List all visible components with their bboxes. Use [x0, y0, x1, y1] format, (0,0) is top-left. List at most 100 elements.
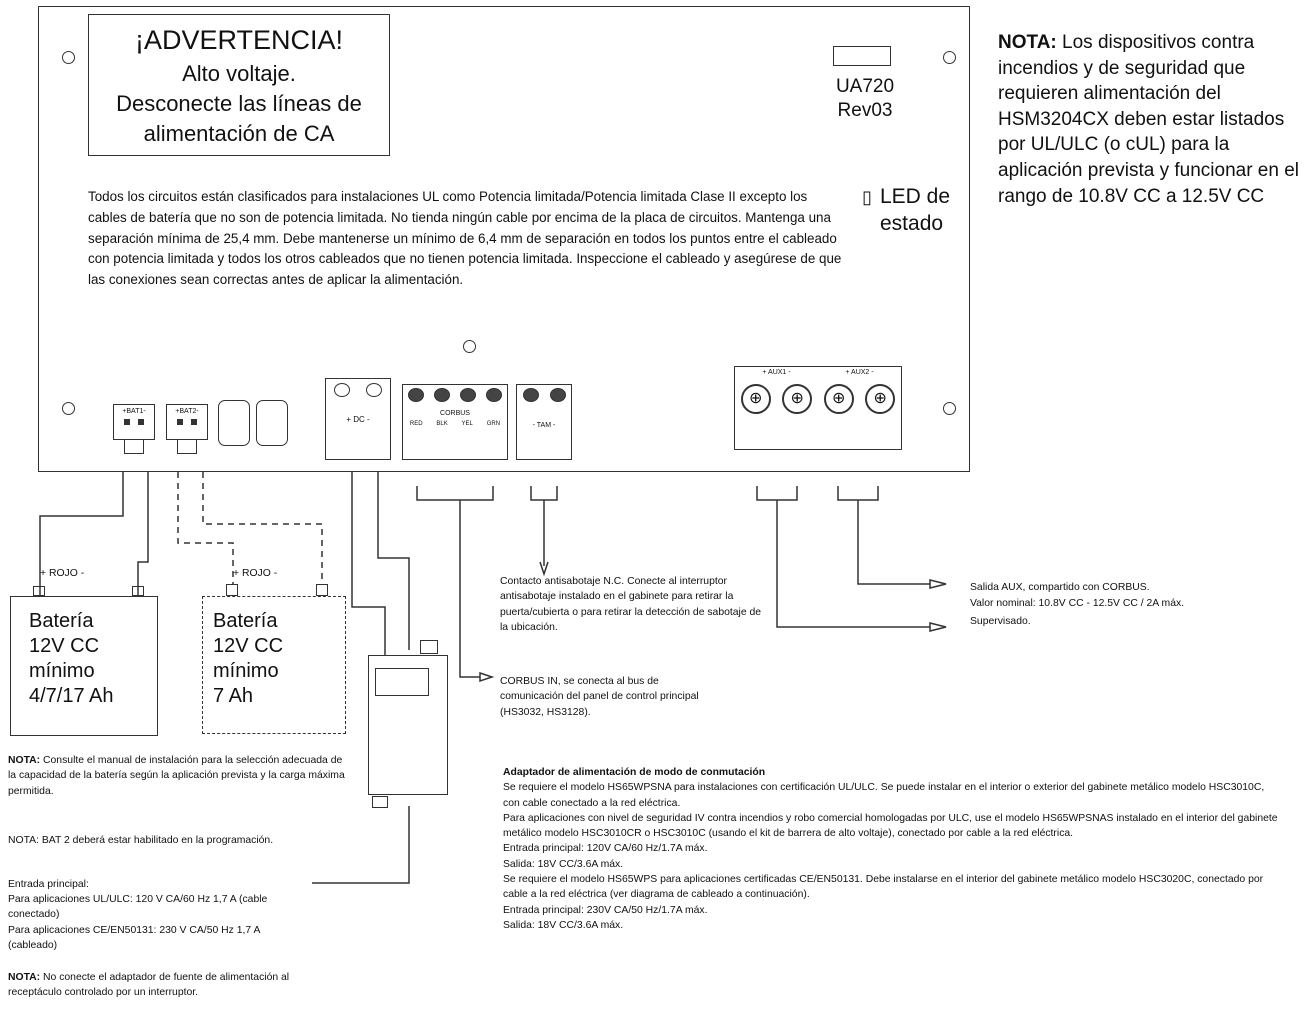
adapter-cable [312, 806, 410, 884]
entrada-ce: Para aplicaciones CE/EN50131: 230 V CA/5… [8, 925, 260, 952]
tam-arrow [539, 561, 549, 577]
capacitor-icon [256, 400, 288, 446]
mounting-hole-icon [62, 51, 75, 64]
adapter-text: Salida: 18V CC/3.6A máx. [503, 919, 624, 931]
bat1-connector: +BAT1- [113, 404, 155, 440]
battery1-wire-label: + ROJO - [40, 568, 85, 579]
bat1-wire-pos [39, 472, 124, 596]
led-label: estado [880, 212, 944, 235]
nota-text: No conecte el adaptador de fuente de ali… [8, 972, 290, 999]
adapter-info: Adaptador de alimentación de modo de con… [503, 765, 1283, 933]
nota-text: Consulte el manual de instalación para l… [8, 755, 345, 797]
led-label: LED de [880, 185, 951, 208]
power-adapter [368, 655, 448, 795]
nota-top-right: NOTA: Los dispositivos contra incendios … [998, 30, 1306, 209]
limited-power-text: Todos los circuitos están clasificados p… [88, 189, 842, 288]
warning-line: Desconecte las líneas de [116, 91, 362, 116]
dc-terminal: + DC - [325, 378, 391, 460]
battery2-line: 12V CC [213, 635, 284, 657]
mounting-hole-icon [463, 340, 476, 353]
entrada-ul: Para aplicaciones UL/ULC: 120 V CA/60 Hz… [8, 894, 268, 921]
dc-label: + DC - [346, 415, 370, 424]
warning-box: ¡ADVERTENCIA! Alto voltaje. Desconecte l… [88, 14, 390, 156]
entrada-title: Entrada principal: [8, 879, 89, 890]
battery-post-icon [226, 584, 238, 596]
screw-icon: ⊕ [740, 384, 771, 414]
chip-outline [833, 46, 891, 66]
aux-terminal-block: + AUX1 - + AUX2 - ⊕ ⊕ ⊕ ⊕ [734, 366, 902, 450]
adapter-text: Para aplicaciones con nivel de seguridad… [503, 812, 1278, 840]
bat2-connector: +BAT2- [166, 404, 208, 440]
screw-icon: ⊕ [823, 384, 854, 414]
bat2-wire-pos [177, 472, 234, 584]
capacitor-icon [218, 400, 250, 446]
mounting-hole-icon [943, 402, 956, 415]
bat2-label: +BAT2- [175, 408, 199, 415]
led-icon: ▯ [862, 187, 872, 207]
battery2: Batería 12V CC mínimo 7 Ah [202, 596, 346, 734]
nota-adapter: NOTA: No conecte el adaptador de fuente … [8, 970, 338, 1001]
adapter-text: Entrada principal: 230V CA/50 Hz/1.7A má… [503, 904, 708, 916]
corbus-pin-label: RED [409, 421, 423, 427]
dc-wire-2 [377, 472, 410, 650]
nota-label: NOTA: [8, 972, 41, 983]
battery-post-icon [33, 586, 45, 596]
warning-title: ¡ADVERTENCIA! [134, 25, 344, 55]
adapter-text: Se requiere el modelo HS65WPS para aplic… [503, 874, 1264, 901]
adapter-plug-icon [372, 796, 388, 808]
aux-callout-3: Supervisado. [970, 616, 1031, 627]
aux1-label: + AUX1 - [762, 369, 791, 376]
screw-icon: ⊕ [865, 384, 896, 414]
nota-text: Los dispositivos contra incendios y de s… [998, 32, 1300, 207]
tamper-callout: Contacto antisabotaje N.C. Conecte al in… [500, 576, 762, 633]
aux-callout-2: Valor nominal: 10.8V CC - 12.5V CC / 2A … [970, 598, 1185, 609]
nota-label: NOTA: [998, 32, 1057, 53]
battery1: Batería 12V CC mínimo 4/7/17 Ah [10, 596, 158, 736]
battery2-line: 7 Ah [213, 685, 254, 707]
corbus-bracket [416, 486, 494, 501]
battery-post-icon [132, 586, 144, 596]
tam-terminal: - TAM - [516, 384, 572, 460]
aux1-leader [776, 500, 930, 628]
aux1-bracket [756, 486, 798, 501]
bat2-plug [177, 440, 197, 454]
battery-post-icon [316, 584, 328, 596]
corbus-leader [459, 500, 480, 678]
battery2-wire-label: + ROJO - [233, 568, 278, 579]
aux2-bracket [837, 486, 879, 501]
bat2-wire-neg [202, 472, 323, 584]
bat1-wire-neg [137, 472, 149, 596]
warning-line: alimentación de CA [143, 121, 335, 146]
nota-bat2: NOTA: BAT 2 deberá estar habilitado en l… [8, 835, 274, 846]
warning-line: Alto voltaje. [182, 61, 296, 86]
battery1-line: Batería [29, 610, 94, 632]
aux2-arrow [929, 579, 947, 589]
adapter-plug-icon [420, 640, 438, 654]
corbus-callout: CORBUS IN, se conecta al bus de comunica… [500, 676, 699, 718]
battery1-line: 12V CC [29, 635, 100, 657]
mounting-hole-icon [943, 51, 956, 64]
tam-label: - TAM - [532, 422, 556, 429]
corbus-pin-label: YEL [461, 421, 473, 427]
nota-label: NOTA: [8, 755, 41, 766]
adapter-text: Se requiere el modelo HS65WPSNA para ins… [503, 782, 1265, 809]
battery1-line: mínimo [29, 660, 95, 682]
bat1-plug [124, 440, 144, 454]
board-revision: Rev03 [837, 100, 893, 121]
screw-icon: ⊕ [782, 384, 813, 414]
tam-bracket [530, 486, 558, 501]
battery1-line: 4/7/17 Ah [29, 685, 114, 707]
aux2-leader [857, 500, 930, 585]
mounting-hole-icon [62, 402, 75, 415]
corbus-label: CORBUS [440, 410, 470, 417]
battery2-line: Batería [213, 610, 278, 632]
dc-wire-1 [351, 472, 386, 655]
corbus-terminal: CORBUS RED BLK YEL GRN [402, 384, 508, 460]
circuit-board [38, 6, 970, 472]
nota-battery: NOTA: Consulte el manual de instalación … [8, 753, 348, 799]
corbus-arrow [479, 671, 495, 683]
aux2-label: + AUX2 - [845, 369, 874, 376]
corbus-pin-label: BLK [436, 421, 448, 427]
adapter-text: Entrada principal: 120V CA/60 Hz/1.7A má… [503, 843, 708, 855]
